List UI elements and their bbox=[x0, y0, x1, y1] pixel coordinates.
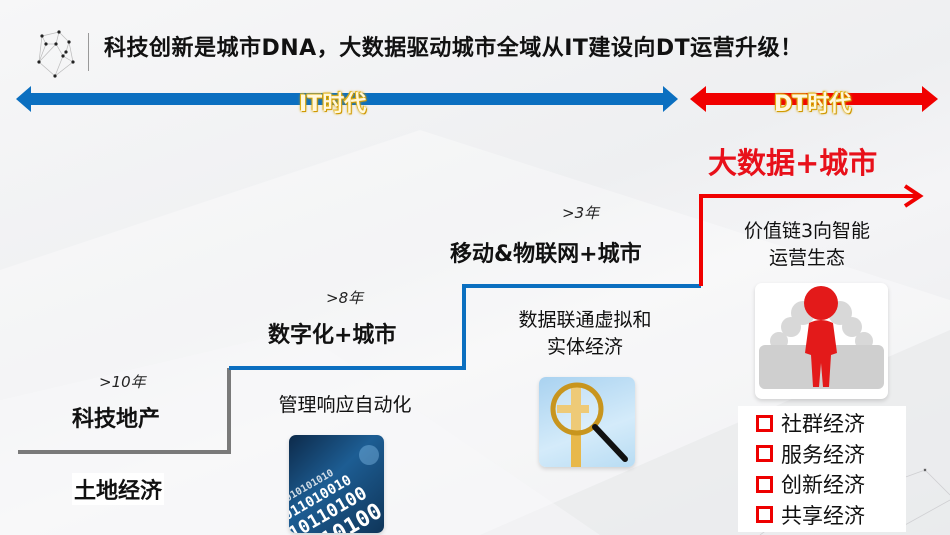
dt-era-label: DT时代 bbox=[774, 92, 852, 117]
stage-2-name: 数字化+城市 bbox=[268, 323, 397, 348]
leader-crowd-image bbox=[755, 283, 888, 399]
magnifier-caliper-image bbox=[539, 377, 635, 467]
stage-4-description: 价值链3向智能 运营生态 bbox=[712, 218, 902, 272]
stage-4-description-line-1: 价值链3向智能 bbox=[743, 220, 871, 242]
stage-1-years: >10年 bbox=[99, 373, 146, 391]
stage-2-years: >8年 bbox=[326, 289, 364, 307]
checkbox-icon bbox=[756, 445, 773, 463]
checkbox-icon bbox=[756, 506, 773, 524]
network-nodes-icon bbox=[37, 30, 75, 78]
economy-list: 社群经济 服务经济 创新经济 共享经济 bbox=[738, 406, 906, 532]
stage-4-name: 大数据+城市 bbox=[708, 146, 878, 180]
title-separator bbox=[88, 33, 89, 71]
stage-3-description-line-1: 数据联通虚拟和 bbox=[518, 309, 652, 331]
it-era-arrow bbox=[16, 86, 938, 112]
list-item: 共享经济 bbox=[756, 500, 906, 531]
it-era-label: IT时代 bbox=[299, 92, 367, 117]
page-title: 科技创新是城市DNA，大数据驱动城市全域从IT建设向DT运营升级！ bbox=[104, 36, 803, 61]
list-item: 社群经济 bbox=[756, 408, 906, 439]
stage-1-name: 科技地产 bbox=[72, 407, 161, 432]
stage-2-description: 管理响应自动化 bbox=[278, 394, 412, 416]
stage-4-description-line-2: 运营生态 bbox=[768, 247, 845, 269]
dt-era-arrow bbox=[690, 86, 938, 112]
stage-3-years: >3年 bbox=[562, 204, 600, 222]
list-item: 服务经济 bbox=[756, 439, 906, 470]
stage-3-description-line-2: 实体经济 bbox=[546, 336, 623, 358]
checkbox-icon bbox=[756, 414, 773, 432]
stage-3-description: 数据联通虚拟和 实体经济 bbox=[480, 307, 690, 361]
list-item: 创新经济 bbox=[756, 469, 906, 500]
stage-1-economy: 土地经济 bbox=[72, 473, 165, 505]
checkbox-icon bbox=[756, 475, 773, 493]
stage-3-name: 移动&物联网+城市 bbox=[450, 242, 642, 267]
binary-code-image: 0010101010 011010010 10110100 0110100 bbox=[289, 435, 384, 533]
